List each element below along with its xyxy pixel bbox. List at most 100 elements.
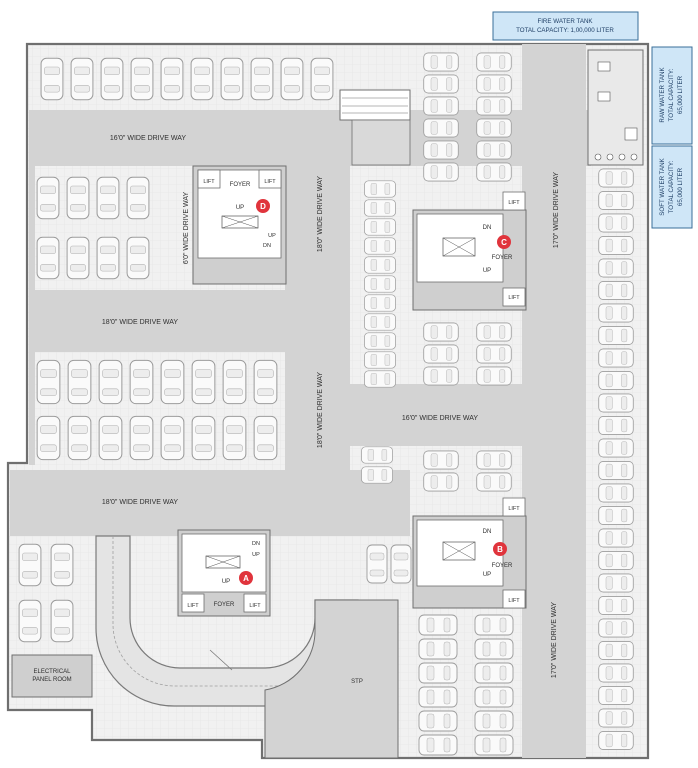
parking-bay — [363, 218, 397, 236]
parking-bay — [360, 466, 394, 484]
core-b-foyer: FOYER — [492, 563, 513, 569]
parking-bay — [423, 450, 459, 470]
core-b-marker — [493, 542, 507, 556]
core-c-lift-bottom: LIFT — [508, 295, 520, 301]
aisle-left-upper — [29, 110, 35, 465]
parking-bay — [598, 483, 634, 503]
parking-bay — [476, 366, 512, 386]
core-b-up: UP — [483, 572, 491, 578]
parking-bay — [66, 236, 90, 280]
parking-bay — [598, 550, 634, 571]
parking-bay — [67, 415, 92, 461]
core-a-marker-label: A — [243, 574, 249, 583]
parking-bay — [363, 313, 397, 331]
parking-bay — [50, 543, 74, 587]
parking-bay — [423, 322, 459, 342]
parking-bay — [476, 52, 512, 72]
parking-bay — [36, 176, 60, 220]
parking-bay — [598, 235, 634, 256]
core-b: LIFT DN FOYER UP LIFT B — [412, 497, 527, 609]
parking-bay — [363, 370, 397, 388]
parking-bay — [222, 415, 247, 461]
parking-bay — [476, 344, 512, 364]
parking-bay — [598, 573, 634, 593]
parking-bay — [363, 275, 397, 293]
parking-bay — [423, 162, 459, 182]
parking-bay — [598, 438, 634, 458]
parking-bay — [598, 708, 634, 728]
parking-bay — [363, 351, 397, 369]
parking-bay — [66, 176, 90, 220]
parking-bay — [67, 359, 92, 405]
core-d-up: UP — [236, 205, 244, 211]
core-a: DN UP UP LIFT FOYER LIFT A — [177, 529, 271, 617]
core-a-lift-right: LIFT — [249, 603, 261, 609]
parking-bay — [363, 199, 397, 217]
electrical-label-line1: ELECTRICAL — [33, 669, 71, 675]
parking-bay — [40, 57, 64, 101]
parking-bay — [474, 710, 514, 732]
fire-tank-capacity: TOTAL CAPACITY: 1,00,000 LITER — [516, 27, 614, 34]
parking-bay — [423, 118, 459, 138]
soft-tank-name: SOFT WATER TANK — [659, 157, 666, 215]
core-d-up2: UP — [268, 233, 276, 239]
parking-bay — [598, 595, 634, 616]
parking-bay — [418, 686, 458, 708]
aisle-middle-left — [29, 290, 349, 352]
parking-bay — [160, 415, 185, 461]
parking-bay — [222, 359, 247, 405]
parking-bay — [476, 322, 512, 342]
driveway-right-upper-label: 17'0" WIDE DRIVE WAY — [553, 172, 560, 249]
parking-bay — [96, 236, 120, 280]
core-d-lift-left: LIFT — [203, 179, 215, 185]
parking-bay — [98, 359, 123, 405]
parking-bay — [476, 74, 512, 94]
core-a-up2: UP — [252, 552, 260, 558]
parking-bay — [598, 460, 634, 481]
parking-bay — [363, 180, 397, 198]
core-b-lift-top: LIFT — [508, 506, 520, 512]
parking-bay — [598, 640, 634, 661]
parking-bay — [423, 96, 459, 116]
parking-bay — [598, 325, 634, 346]
parking-bay — [310, 57, 334, 101]
core-c-up: UP — [483, 268, 491, 274]
parking-bay — [418, 614, 458, 636]
parking-bay — [126, 236, 150, 280]
parking-bay — [474, 662, 514, 684]
parking-bay — [418, 710, 458, 732]
parking-bay — [423, 472, 459, 492]
parking-bay — [476, 118, 512, 138]
core-c-lift-top: LIFT — [508, 200, 520, 206]
parking-bay — [126, 176, 150, 220]
electrical-label-line2: PANEL ROOM — [32, 677, 71, 683]
driveway-right-lower-label: 17'0" WIDE DRIVE WAY — [551, 602, 558, 679]
parking-bay — [418, 638, 458, 660]
parking-bay — [476, 472, 512, 492]
parking-bay — [366, 544, 388, 584]
parking-bay — [423, 52, 459, 72]
parking-bay — [598, 730, 634, 751]
raw-water-tank: RAW WATER TANK TOTAL CAPACITY: 65,000 LI… — [651, 46, 693, 145]
core-d-marker — [256, 199, 270, 213]
driveway-center-lower-label: 18'0" WIDE DRIVE WAY — [317, 372, 324, 449]
parking-bay — [598, 348, 634, 368]
parking-bay — [191, 359, 216, 405]
driveway-middle-left-label: 18'0" WIDE DRIVE WAY — [102, 319, 179, 326]
parking-bay — [70, 57, 94, 101]
parking-bay — [474, 614, 514, 636]
core-c-marker-label: C — [501, 238, 507, 247]
core-d-foyer: FOYER — [230, 182, 251, 188]
parking-bay — [598, 685, 634, 706]
core-b-dn: DN — [483, 529, 492, 535]
parking-bay — [36, 236, 60, 280]
parking-bay — [598, 415, 634, 436]
core-d: LIFT FOYER LIFT UP UP DN D — [192, 165, 287, 285]
parking-bay — [50, 599, 74, 643]
parking-bay — [220, 57, 244, 101]
parking-bay — [598, 618, 634, 638]
parking-bay — [423, 140, 459, 160]
raw-tank-capacity-label: TOTAL CAPACITY: — [668, 68, 675, 121]
parking-bay — [280, 57, 304, 101]
parking-bay — [250, 57, 274, 101]
